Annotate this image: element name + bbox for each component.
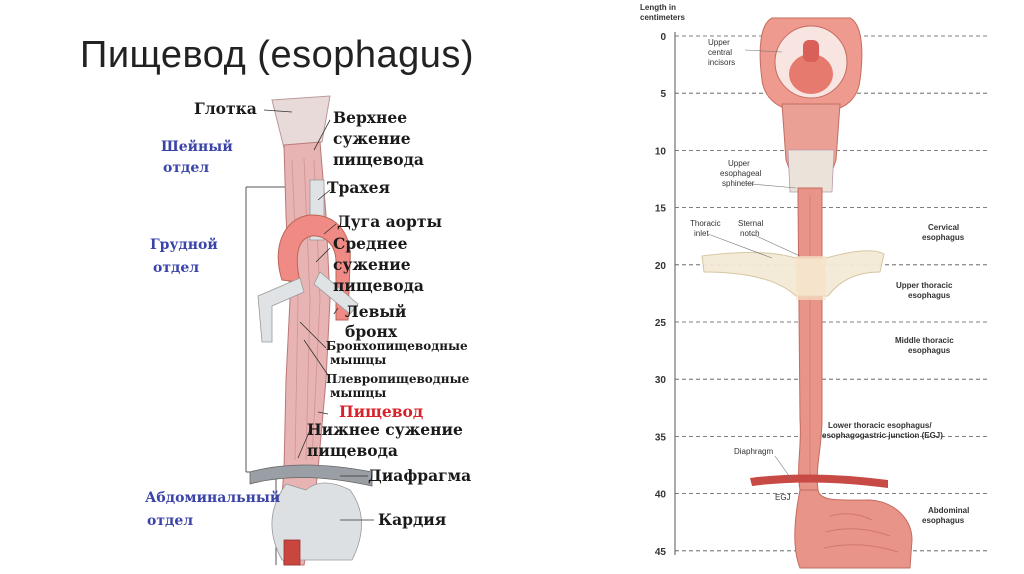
section-abdominal-1: Абдоминальный xyxy=(145,489,280,506)
label-thoracic-inlet-1: Thoracic xyxy=(690,219,721,228)
label-sternal-notch-2: notch xyxy=(740,229,760,238)
diaphragm-band xyxy=(750,474,888,488)
depth-tick-0: 0 xyxy=(660,32,666,43)
slide-title: Пищевод (esophagus) xyxy=(80,34,474,77)
depth-tick-10: 10 xyxy=(655,146,667,157)
label-thoracic-inlet-2: inlet xyxy=(694,229,709,238)
region-lower-thoracic-1: Lower thoracic esophagus/ xyxy=(828,421,932,430)
label-ues-1: Upper xyxy=(728,159,750,168)
clavicle-shape xyxy=(702,251,884,296)
region-cervical-2: esophagus xyxy=(922,233,965,242)
axis-title-2: centimeters xyxy=(640,13,685,22)
label-upper-constriction-3: пищевода xyxy=(333,150,424,169)
region-abdominal-2: esophagus xyxy=(922,516,965,525)
label-diaphragm-right: Diaphragm xyxy=(734,447,773,456)
region-abdominal-1: Abdominal xyxy=(928,506,969,515)
axis-title-1: Length in xyxy=(640,3,676,12)
label-upper-incisors-1: Upper xyxy=(708,38,730,47)
label-upper-constriction-2: сужение xyxy=(333,129,411,148)
label-lower-constriction-2: пищевода xyxy=(307,441,398,460)
section-thoracic-1: Грудной xyxy=(150,236,218,253)
depth-tick-40: 40 xyxy=(655,490,667,501)
region-middle-thoracic-2: esophagus xyxy=(908,346,951,355)
depth-tick-35: 35 xyxy=(655,432,667,443)
region-cervical-1: Cervical xyxy=(928,223,959,232)
depth-tick-5: 5 xyxy=(660,89,666,100)
uvula-shape xyxy=(803,40,819,62)
label-egj: EGJ xyxy=(775,493,791,502)
label-left-bronchus-1: Левый xyxy=(345,302,406,321)
depth-tick-25: 25 xyxy=(655,318,667,329)
label-upper-constriction-1: Верхнее xyxy=(333,108,407,127)
region-upper-thoracic-2: esophagus xyxy=(908,291,951,300)
depth-tick-20: 20 xyxy=(655,261,667,272)
left-esophagus-figure: Глотка Верхнее сужение пищевода Трахея Д… xyxy=(140,85,500,574)
region-lower-thoracic-2: esophagogastric junction (EGJ) xyxy=(822,431,943,440)
section-cervical-1: Шейный xyxy=(161,138,233,155)
label-ues-3: sphincter xyxy=(722,179,755,188)
right-esophagus-figure: Length in centimeters 0 5 10 15 20 25 30 35 40 45… xyxy=(630,0,1000,574)
label-trachea: Трахея xyxy=(327,178,390,197)
label-pleuroesophageal-1: Плевропищеводные xyxy=(326,372,470,386)
region-middle-thoracic-1: Middle thoracic xyxy=(895,336,954,345)
label-aortic-arch: Дуга аорты xyxy=(337,212,442,231)
label-lower-constriction-1: Нижнее сужение xyxy=(307,420,463,439)
label-ues-2: esophageal xyxy=(720,169,762,178)
section-cervical-2: отдел xyxy=(163,160,209,176)
section-thoracic-2: отдел xyxy=(153,260,199,276)
label-middle-constriction-1: Среднее xyxy=(333,234,408,253)
label-sternal-notch-1: Sternal xyxy=(738,219,764,228)
pharynx-shape xyxy=(272,96,330,148)
label-middle-constriction-2: сужение xyxy=(333,255,411,274)
label-cardia: Кардия xyxy=(378,510,446,529)
label-pharynx: Глотка xyxy=(194,99,257,118)
depth-tick-45: 45 xyxy=(655,547,667,558)
label-pleuroesophageal-2: мышцы xyxy=(330,386,386,400)
section-abdominal-2: отдел xyxy=(147,513,193,529)
label-upper-incisors-3: incisors xyxy=(708,58,735,67)
region-upper-thoracic-1: Upper thoracic xyxy=(896,281,953,290)
label-diaphragm: Диафрагма xyxy=(368,466,471,485)
label-upper-incisors-2: central xyxy=(708,48,732,57)
label-bronchoesophageal-1: Бронхопищеводные xyxy=(326,339,468,353)
larynx-shape xyxy=(788,150,834,192)
depth-tick-15: 15 xyxy=(655,204,667,215)
label-esophagus: Пищевод xyxy=(339,402,423,421)
label-bronchoesophageal-2: мышцы xyxy=(330,353,386,367)
depth-tick-30: 30 xyxy=(655,375,667,386)
label-middle-constriction-3: пищевода xyxy=(333,276,424,295)
